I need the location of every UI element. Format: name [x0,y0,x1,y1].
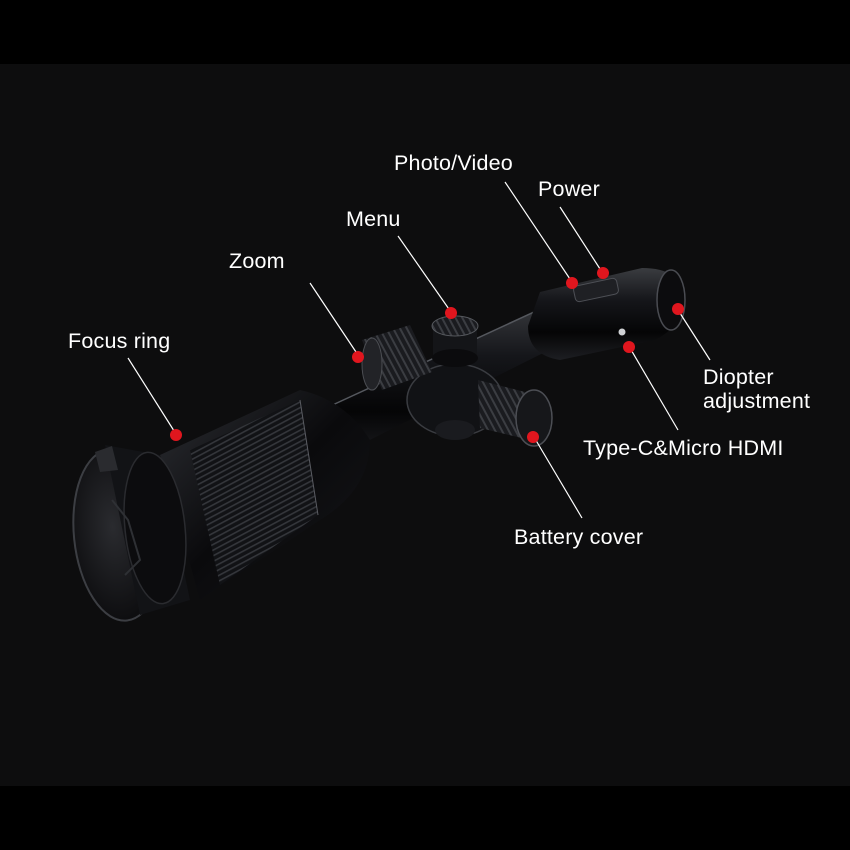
marker-zoom [352,351,364,363]
leader-photo-video [504,181,573,283]
callout-menu: Menu [346,207,401,231]
callout-focus-ring: Focus ring [68,329,171,353]
callout-type-c-hdmi: Type-C&Micro HDMI [583,436,784,460]
marker-power [597,267,609,279]
scope-zoom-ring [361,325,432,391]
scope-side-knob [478,380,553,447]
leader-focus-ring [127,357,177,435]
marker-battery [527,431,539,443]
leader-battery [533,436,583,519]
callout-zoom: Zoom [229,249,285,273]
callout-diopter-adjustment: Diopter adjustment [703,365,810,413]
marker-menu [445,307,457,319]
scope-menu-turret [431,315,479,367]
leader-menu [397,235,452,313]
leader-diopter [677,309,711,361]
callout-diopter-line1: Diopter [703,365,774,389]
callout-markers [170,267,684,443]
scope-objective-bell [160,390,370,600]
leader-type-c [629,347,679,431]
marker-type-c [623,341,635,353]
leader-lines [127,181,711,519]
callout-battery-cover: Battery cover [514,525,644,549]
marker-photo-video [566,277,578,289]
scope-eyepiece [528,268,686,360]
marker-diopter [672,303,684,315]
marker-focus-ring [170,429,182,441]
leader-zoom [309,282,359,356]
callout-diopter-line2: adjustment [703,389,811,413]
callout-power: Power [538,177,600,201]
leader-power [559,206,603,273]
callout-photo-video: Photo/Video [394,151,513,175]
scope-lens-cap [72,445,190,622]
